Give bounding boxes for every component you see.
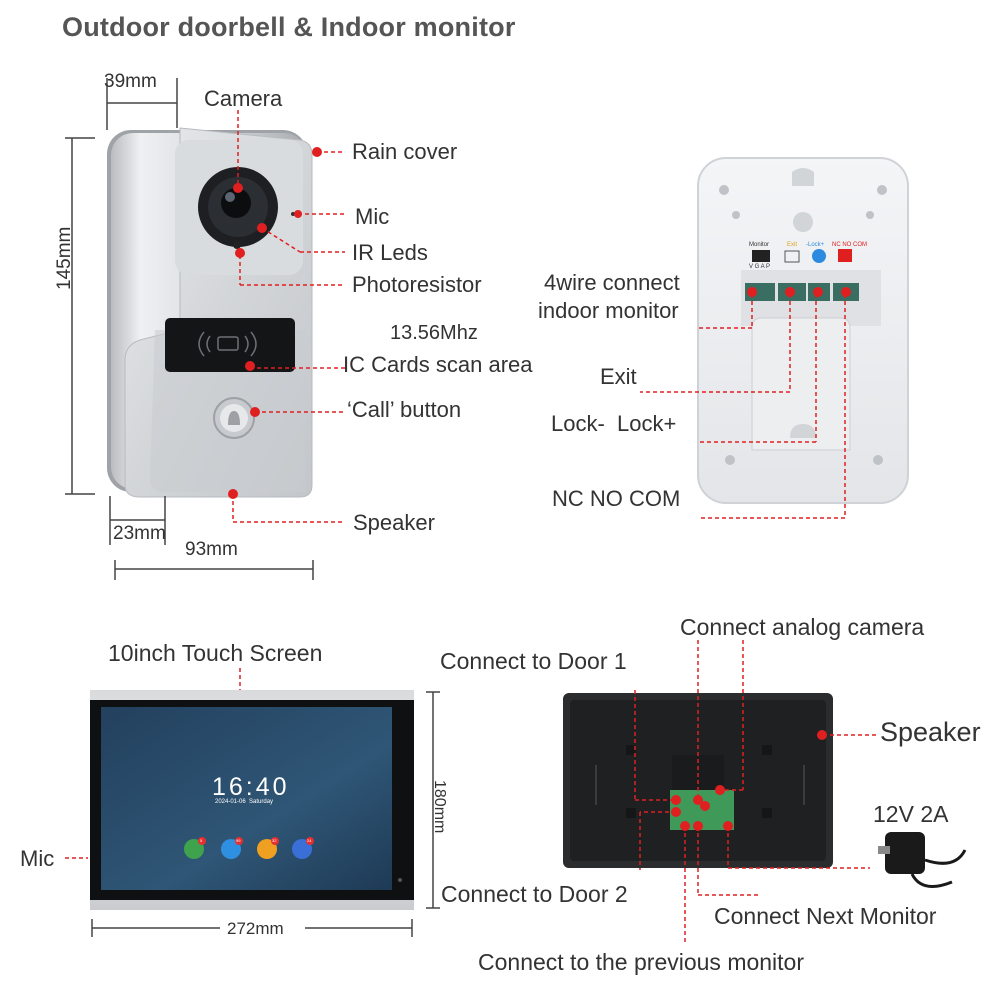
doorbell-dimensions bbox=[65, 78, 314, 580]
terminal-label-nc-no-com: NC NO COM bbox=[832, 242, 867, 248]
label-rain-cover: Rain cover bbox=[352, 139, 458, 164]
label-frequency: 13.56Mhz bbox=[390, 322, 478, 344]
power-adapter-icon bbox=[878, 832, 967, 888]
terminal-label-monitor: Monitor bbox=[749, 242, 770, 248]
monitor-clock: 16:40 bbox=[212, 773, 290, 801]
monitor-back-callouts bbox=[634, 640, 876, 945]
label-next-monitor: Connect Next Monitor bbox=[714, 903, 937, 929]
doorbell-height-dim: 145mm bbox=[54, 226, 75, 290]
monitor-date: 2024-01-06 Saturday bbox=[215, 799, 274, 805]
doorbell-depth-dim: 23mm bbox=[113, 523, 166, 544]
app-badge: 5 bbox=[200, 838, 203, 843]
app-badge: 24 bbox=[307, 838, 312, 843]
terminal-sub-label: V G A P bbox=[749, 264, 771, 270]
label-power: 12V 2A bbox=[873, 801, 949, 827]
monitor-width-dim: 272mm bbox=[227, 919, 284, 938]
label-monitor-mic: Mic bbox=[20, 846, 55, 871]
label-touch-screen: 10inch Touch Screen bbox=[108, 640, 323, 666]
terminal-label-exit: Exit bbox=[787, 242, 798, 248]
label-monitor-speaker: Speaker bbox=[880, 717, 981, 747]
label-wire-connect-1: 4wire connect bbox=[544, 270, 680, 295]
monitor-app-icons bbox=[184, 837, 314, 859]
label-photoresistor: Photoresistor bbox=[352, 272, 482, 297]
label-ir-leds: IR Leds bbox=[352, 240, 428, 265]
doorbell-callouts bbox=[232, 110, 345, 523]
label-speaker: Speaker bbox=[353, 510, 435, 535]
label-analog-camera: Connect analog camera bbox=[680, 614, 925, 640]
doorbell-back bbox=[697, 157, 909, 504]
label-previous-monitor: Connect to the previous monitor bbox=[478, 949, 805, 975]
label-wire-connect-2: indoor monitor bbox=[538, 298, 679, 323]
doorbell-back-callouts bbox=[640, 294, 846, 519]
label-camera: Camera bbox=[204, 86, 283, 111]
label-exit: Exit bbox=[600, 364, 637, 389]
label-lock: Lock- Lock+ bbox=[551, 411, 677, 436]
page-title: Outdoor doorbell & Indoor monitor bbox=[62, 12, 516, 42]
app-badge: 32 bbox=[272, 838, 277, 843]
doorbell-width-dim: 93mm bbox=[185, 539, 238, 560]
label-door-1: Connect to Door 1 bbox=[440, 648, 627, 674]
label-ic-cards: IC Cards scan area bbox=[343, 352, 533, 377]
doorbell-width-top-dim: 39mm bbox=[104, 71, 157, 92]
doorbell-front bbox=[107, 127, 313, 498]
label-nc-no-com: NC NO COM bbox=[552, 486, 681, 511]
label-door-2: Connect to Door 2 bbox=[441, 881, 628, 907]
terminal-label-lock: -Lock+ bbox=[806, 242, 825, 248]
app-badge: 99 bbox=[236, 838, 241, 843]
doorbell-callout-dots bbox=[228, 147, 322, 499]
label-mic: Mic bbox=[355, 204, 390, 229]
monitor-dimensions bbox=[91, 691, 440, 937]
monitor-front bbox=[90, 690, 414, 910]
monitor-height-dim: 180mm bbox=[431, 780, 448, 834]
label-call-button: ‘Call’ button bbox=[347, 397, 462, 422]
